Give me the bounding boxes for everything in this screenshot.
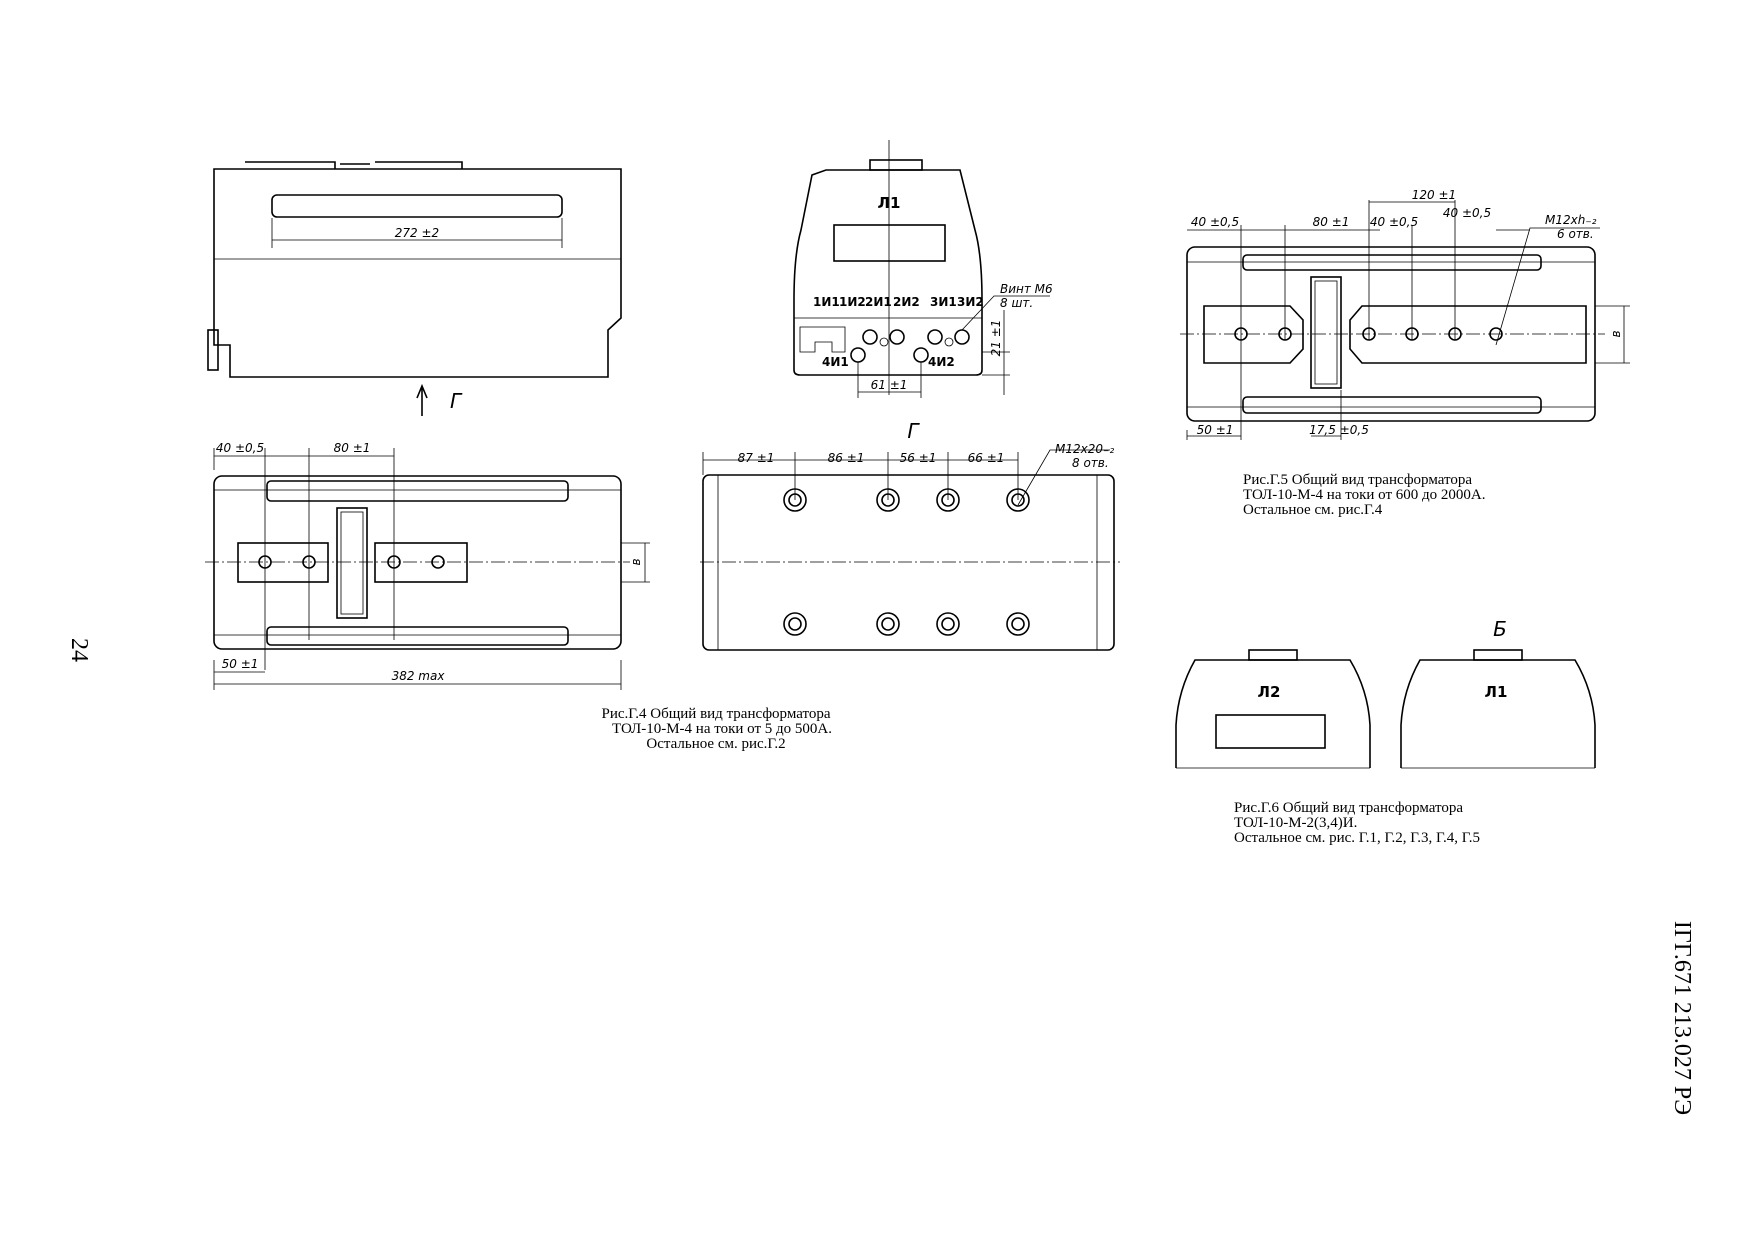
marking-l2: Л2 xyxy=(1258,683,1281,701)
front_view-terminals-4: 3И1 xyxy=(930,295,957,309)
view-b-label: Б xyxy=(1493,617,1507,641)
front_view-terminals-6: 4И1 xyxy=(822,355,849,369)
fig6-caption-0: Рис.Г.6 Общий вид трансформатора xyxy=(1234,800,1463,816)
front_view-terminals-0: 1И1 xyxy=(813,295,840,309)
fig4-side-view: 272 ±2 Г xyxy=(207,161,622,416)
marking-l1: Л1 xyxy=(1485,683,1508,701)
fig4-dim-382: 382 max xyxy=(392,669,446,683)
fig5-plan-view: 40 ±0,5 80 ±1 40 ±0,5 120 ±1 40 ±0,5 М12… xyxy=(1180,188,1630,440)
front_view-screw_note-1: 8 шт. xyxy=(1000,296,1033,310)
front_view-terminals-2: 2И1 xyxy=(865,295,892,309)
fig4-caption-1: ТОЛ-10-М-4 на токи от 5 до 500А. xyxy=(612,721,832,737)
fig5-dims-g: 17,5 ±0,5 xyxy=(1309,423,1369,437)
fig5-caption-2: Остальное см. рис.Г.4 xyxy=(1243,502,1383,518)
front_view-terminals-5: 3И2 xyxy=(957,295,984,309)
fig5-hole_note-1: 6 отв. xyxy=(1557,227,1594,241)
view-g: Г 87 ±1 86 ±1 56 ±1 66 ±1 М12х20₋₂ 8 отв… xyxy=(700,419,1120,651)
front-dim-21: 21 ±1 xyxy=(989,320,1003,357)
screw-note: Винт М6 xyxy=(1000,282,1053,296)
view_g-hole_note-1: 8 отв. xyxy=(1072,456,1109,470)
view_g-dims-0: 87 ±1 xyxy=(738,451,775,465)
fig5-dims-c: 40 ±0,5 xyxy=(1370,215,1418,229)
fig4-dim-v: в xyxy=(629,558,643,565)
fig5-dims-a: 40 ±0,5 xyxy=(1191,215,1239,229)
fig5-dims-f: 50 ±1 xyxy=(1197,423,1234,437)
document-code: ІГГ.671 213.027 РЭ xyxy=(1669,921,1695,1115)
fig4-dim-80: 80 ±1 xyxy=(334,441,371,455)
fig5-dims-e: 40 ±0,5 xyxy=(1443,206,1491,220)
fig4-dim-272: 272 ±2 xyxy=(395,226,439,240)
fig5-hole_note-0: М12хh₋₂ xyxy=(1545,213,1597,227)
view_g-dims-3: 66 ±1 xyxy=(968,451,1005,465)
fig5-dims-b: 80 ±1 xyxy=(1313,215,1350,229)
front-view: Л1 1И1 1И2 2И1 2И2 3И1 3И2 4И1 4И2 Винт … xyxy=(793,140,1053,398)
fig5-dims-d: 120 ±1 xyxy=(1412,188,1456,202)
fig6-caption-1: ТОЛ-10-М-2(3,4)И. xyxy=(1234,815,1357,831)
fig5-caption-0: Рис.Г.5 Общий вид трансформатора xyxy=(1243,472,1472,488)
fig6-caption-2: Остальное см. рис. Г.1, Г.2, Г.3, Г.4, Г… xyxy=(1234,830,1480,846)
fig6-views: Б Л2 Л1 xyxy=(1175,617,1596,769)
mounting-holes xyxy=(783,488,1030,636)
view_g-dims-1: 86 ±1 xyxy=(828,451,865,465)
view-arrow-label: Г xyxy=(450,389,463,413)
fig4-plan-view: 40 ±0,5 80 ±1 50 ±1 382 max в xyxy=(205,441,650,690)
fig4-caption-0: Рис.Г.4 Общий вид трансформатора xyxy=(602,706,831,722)
fig5-dims-h: в xyxy=(1609,330,1623,337)
front_view-terminals-7: 4И2 xyxy=(928,355,955,369)
fig6-caption: Рис.Г.6 Общий вид трансформатора ТОЛ-10-… xyxy=(1234,800,1480,846)
front_view-terminals-1: 1И2 xyxy=(839,295,866,309)
view-g-label: Г xyxy=(907,419,920,443)
view_g-hole_note-0: М12х20₋₂ xyxy=(1055,442,1114,456)
fig4-dim-40: 40 ±0,5 xyxy=(216,441,264,455)
fig5-caption: Рис.Г.5 Общий вид трансформатора ТОЛ-10-… xyxy=(1243,472,1485,518)
fig5-caption-1: ТОЛ-10-М-4 на токи от 600 до 2000А. xyxy=(1243,487,1485,503)
front-dim-61: 61 ±1 xyxy=(871,378,908,392)
front-marking: Л1 xyxy=(878,194,901,212)
page-number: 24 xyxy=(66,638,92,662)
fig4-caption-2: Остальное см. рис.Г.2 xyxy=(646,736,785,752)
front_view-terminals-3: 2И2 xyxy=(893,295,920,309)
fig4-caption: Рис.Г.4 Общий вид трансформатора ТОЛ-10-… xyxy=(602,706,832,752)
view_g-dims-2: 56 ±1 xyxy=(900,451,937,465)
fig4-dim-50: 50 ±1 xyxy=(222,657,259,671)
